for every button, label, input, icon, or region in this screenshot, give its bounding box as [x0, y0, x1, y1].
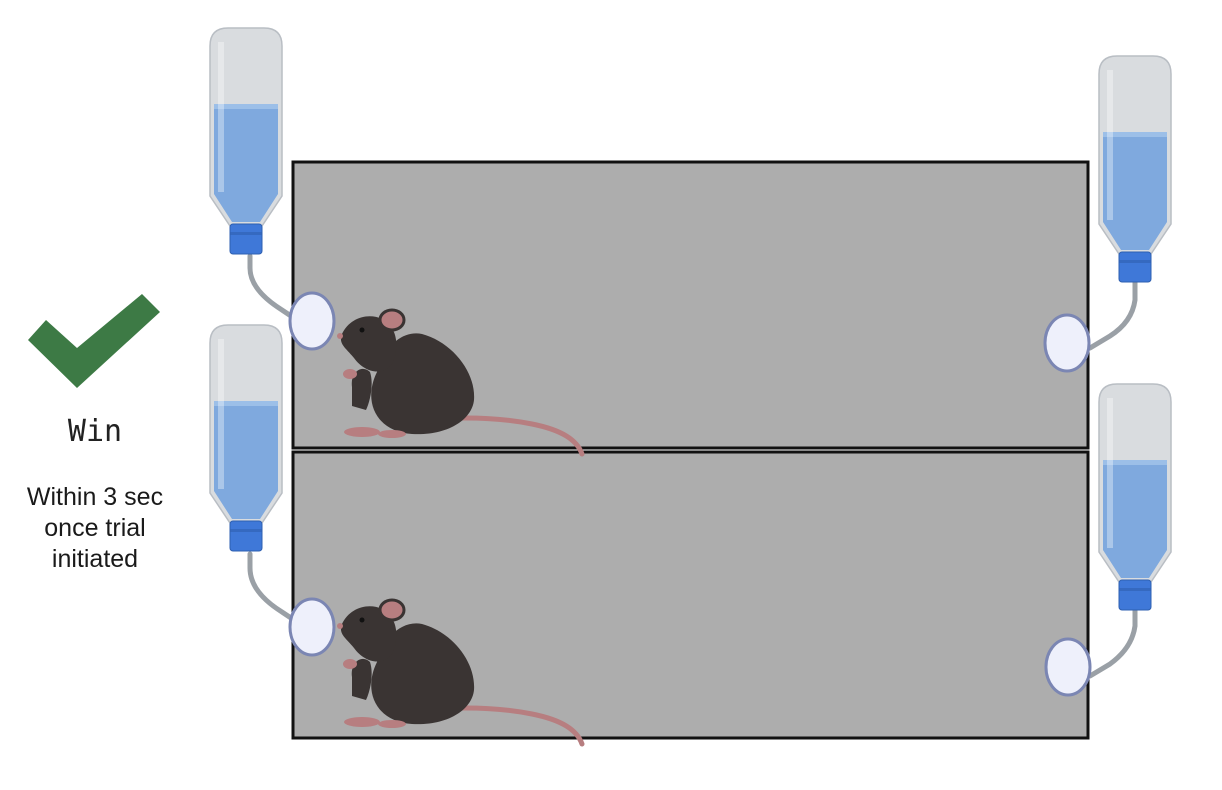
sipper-tube-right-bottom	[1087, 607, 1138, 679]
water-bottle-icon	[209, 27, 283, 255]
condition-line: Within 3 sec	[26, 483, 164, 511]
outcome-label: Win	[67, 414, 123, 449]
sipper-tube-left-bottom	[247, 551, 303, 627]
port-right-bottom	[1044, 637, 1092, 697]
sipper-tube-left-top	[247, 253, 303, 325]
water-bottle-icon	[1098, 55, 1172, 283]
outcome-condition: Within 3 sec once trial initiated	[0, 482, 190, 575]
condition-line: initiated	[51, 545, 139, 573]
water-bottle-icon	[209, 324, 283, 552]
water-bottle-icon	[1098, 383, 1172, 611]
port-left-top	[288, 291, 336, 351]
checkmark-icon	[28, 294, 160, 388]
port-right-top	[1043, 313, 1091, 373]
sipper-tube-right-top	[1087, 279, 1138, 351]
port-left-bottom	[288, 597, 336, 657]
condition-line: once trial	[44, 514, 146, 542]
